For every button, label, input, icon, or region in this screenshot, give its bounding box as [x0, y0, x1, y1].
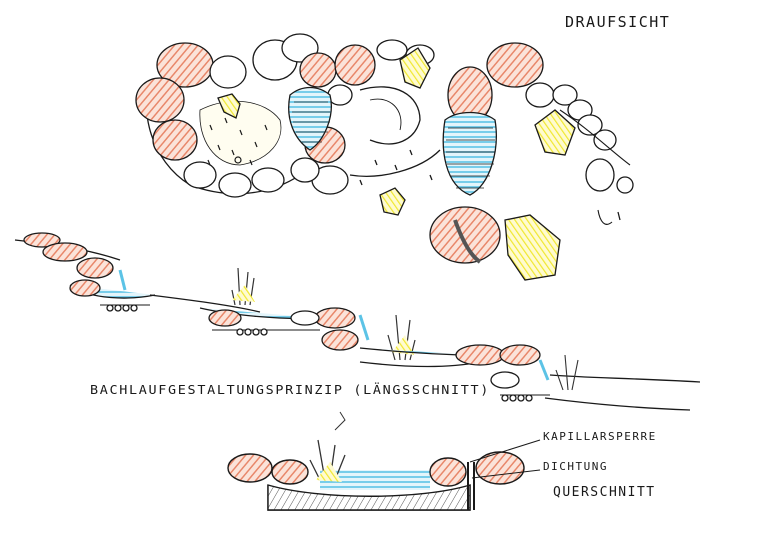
cross-section	[227, 411, 541, 511]
cascade-step-2	[149, 294, 370, 351]
capillary-barrier-label: KAPILLARSPERRE	[543, 430, 657, 443]
top-right-stones	[486, 42, 634, 281]
top-view-label: DRAUFSICHT	[565, 13, 670, 31]
cascade-step-3	[359, 344, 701, 411]
cross-section-label: QUERSCHNITT	[553, 485, 656, 500]
leaf-mark	[379, 187, 406, 216]
leader-capillary	[469, 439, 541, 463]
top-left-stones	[135, 33, 376, 198]
top-right-channel	[429, 66, 501, 264]
leader-sealing	[471, 469, 541, 479]
leaf-mark	[217, 93, 241, 119]
top-left-channel	[288, 86, 332, 151]
top-left-stipple	[207, 117, 268, 166]
top-view-plan	[135, 33, 634, 281]
top-center-basin	[349, 86, 441, 186]
principle-label: BACHLAUFGESTALTUNGSPRINZIP (LÄNGSSCHNITT…	[90, 382, 490, 397]
sealing-label: DICHTUNG	[543, 460, 608, 473]
longitudinal-section	[14, 232, 701, 411]
cascade-step-1	[23, 232, 156, 312]
